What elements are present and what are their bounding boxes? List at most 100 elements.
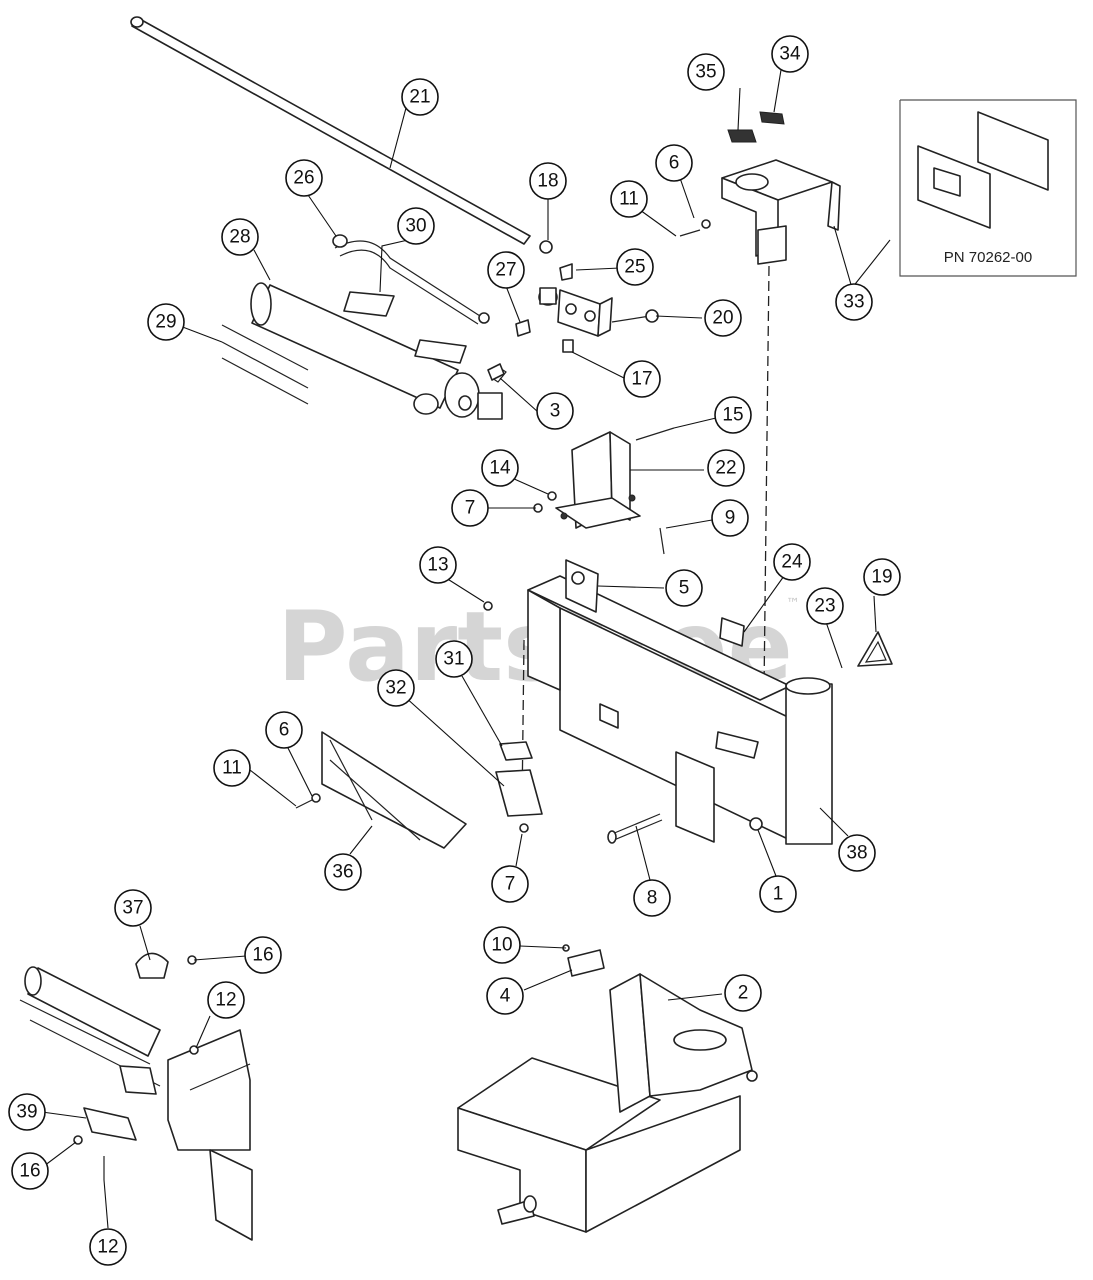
leader-lines: [41, 63, 891, 1229]
callout-1-label: 1: [773, 884, 784, 905]
callout-36-label: 36: [332, 862, 353, 883]
callout-16-top-label: 16: [252, 945, 273, 966]
callout-9: 9: [711, 499, 749, 537]
callout-13-label: 13: [427, 555, 448, 576]
part-1-nut: [749, 817, 763, 831]
callout-26-label: 26: [293, 168, 314, 189]
callout-4: 4: [486, 977, 524, 1015]
part-13-nut: [483, 601, 493, 611]
callout-16-low: 16: [11, 1152, 49, 1190]
callout-5-label: 5: [679, 578, 690, 599]
callout-3-label: 3: [550, 401, 561, 422]
callout-12-low-label: 12: [97, 1237, 118, 1258]
callout-11-left: 11: [213, 749, 251, 787]
callout-1: 1: [759, 875, 797, 913]
callout-16-low-label: 16: [19, 1161, 40, 1182]
callout-6-top-label: 6: [669, 153, 680, 174]
callout-8-label: 8: [647, 888, 658, 909]
callout-14-label: 14: [489, 458, 511, 479]
callout-19: 19: [863, 558, 901, 596]
callout-18: 18: [529, 162, 567, 200]
callout-7-mid: 7: [451, 489, 489, 527]
callout-18-label: 18: [537, 171, 558, 192]
callout-28: 28: [221, 218, 259, 256]
callout-22-label: 22: [715, 458, 736, 479]
callout-17-label: 17: [631, 369, 652, 390]
callout-28-label: 28: [229, 227, 250, 248]
callout-24: 24: [773, 543, 811, 581]
callout-20-label: 20: [712, 308, 733, 329]
inset-panel: PN 70262-00: [899, 99, 1077, 277]
callout-32-label: 32: [385, 678, 406, 699]
callout-39-label: 39: [16, 1102, 37, 1123]
part-28-hydraulic-cylinder: [221, 234, 507, 420]
callout-29: 29: [147, 303, 185, 341]
callout-12-top-label: 12: [215, 990, 236, 1011]
callout-37-label: 37: [122, 898, 143, 919]
callout-9-label: 9: [725, 508, 736, 529]
callout-12-low: 12: [89, 1228, 127, 1266]
callout-23-label: 23: [814, 596, 835, 617]
callout-13: 13: [419, 546, 457, 584]
callout-2: 2: [724, 974, 762, 1012]
part-21-control-rod: [130, 16, 531, 245]
callout-34: 34: [771, 35, 809, 73]
callout-22: 22: [707, 449, 745, 487]
callout-35: 35: [687, 53, 725, 91]
callout-33: 33: [835, 283, 873, 321]
callout-3: 3: [536, 392, 574, 430]
callout-21-label: 21: [409, 87, 430, 108]
callout-39: 39: [8, 1093, 46, 1131]
callout-30: 30: [397, 207, 435, 245]
callout-6-left: 6: [265, 711, 303, 749]
callout-25: 25: [616, 248, 654, 286]
callout-19-label: 19: [871, 567, 892, 588]
callout-11-top: 11: [610, 180, 648, 218]
callout-7-low-label: 7: [505, 874, 516, 895]
part-33-upper-bracket: [679, 111, 841, 265]
callout-32: 32: [377, 669, 415, 707]
callout-31-label: 31: [443, 649, 464, 670]
callout-20: 20: [704, 299, 742, 337]
callout-17: 17: [623, 360, 661, 398]
callout-27-label: 27: [495, 260, 516, 281]
callout-6-top: 6: [655, 144, 693, 182]
callout-26: 26: [285, 159, 323, 197]
part-drawings: PN 70262-00: [19, 16, 1077, 1241]
callout-21: 21: [401, 78, 439, 116]
callout-14: 14: [481, 449, 519, 487]
part-2-base-frame: [457, 944, 758, 1233]
callout-27: 27: [487, 251, 525, 289]
part-22-valve-bracket: [533, 427, 675, 555]
part-8-bolt: [607, 813, 663, 844]
callout-36: 36: [324, 853, 362, 891]
callout-34-label: 34: [779, 44, 801, 65]
callout-30-label: 30: [405, 216, 426, 237]
callout-7-low: 7: [491, 865, 529, 903]
callout-2-label: 2: [738, 983, 749, 1004]
callout-35-label: 35: [695, 62, 716, 83]
callout-11-top-label: 11: [619, 189, 639, 210]
callout-7-mid-label: 7: [465, 498, 476, 519]
callout-8: 8: [633, 879, 671, 917]
part-main-beam: [527, 559, 833, 845]
part-36-foot-plate: [295, 731, 467, 849]
callout-15-label: 15: [722, 405, 743, 426]
part-19-warning-decal: [857, 631, 893, 667]
callout-6-left-label: 6: [279, 720, 290, 741]
callout-12-top: 12: [207, 981, 245, 1019]
callout-38-label: 38: [846, 843, 867, 864]
part-bottom-left-assembly: [19, 952, 253, 1241]
callout-37: 37: [114, 889, 152, 927]
callout-4-label: 4: [500, 986, 511, 1007]
callout-16-top: 16: [244, 936, 282, 974]
callout-24-label: 24: [781, 552, 803, 573]
alignment-line-33: [763, 265, 770, 691]
callout-38: 38: [838, 834, 876, 872]
part-31-plate: [495, 741, 543, 833]
inset-part-number: PN 70262-00: [944, 249, 1032, 266]
callout-10: 10: [483, 926, 521, 964]
callout-11-left-label: 11: [222, 758, 242, 779]
callout-29-label: 29: [155, 312, 176, 333]
